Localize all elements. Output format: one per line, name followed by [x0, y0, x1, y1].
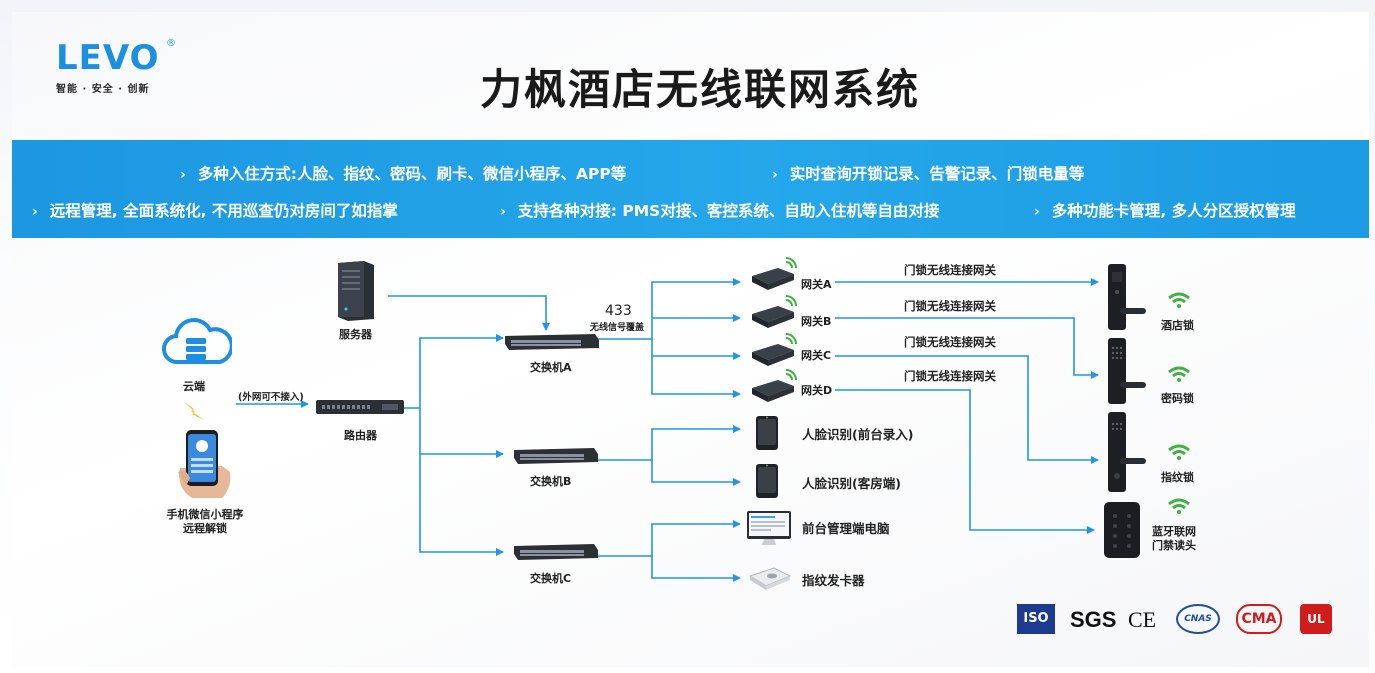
feature-item: ›实时查询开锁记录、告警记录、门锁电量等 [772, 165, 1085, 183]
gateway-a-label: 网关A [801, 278, 832, 291]
bluetooth-reader-label: 蓝牙联网 门禁读头 [1152, 525, 1212, 553]
wifi-icon [1168, 366, 1190, 382]
gateway-d-icon [752, 369, 797, 402]
ul-logo: UL [1300, 604, 1332, 634]
gateway-b-icon [752, 295, 797, 328]
switch-c-issuer-link [651, 556, 741, 582]
gateway-c-icon [752, 333, 797, 366]
switch-c-icon [514, 544, 598, 560]
wifi-icon [1168, 498, 1190, 514]
switch-a-gateway-d-link [651, 356, 741, 398]
switch-b-face-guest-link [651, 460, 741, 486]
link-label-a: 门锁无线连接网关 [904, 263, 996, 277]
phone-hand-icon [178, 430, 231, 498]
cloud-label: 云端 [183, 380, 205, 393]
signal-coverage-label: 无线信号覆盖 [590, 323, 645, 333]
gateway-b-label: 网关B [801, 315, 832, 328]
switch-a-gateway-a-link [598, 278, 741, 340]
switch-b-face-front-link [598, 425, 741, 461]
switch-a-icon [505, 334, 599, 350]
fingerprint-issuer-icon [748, 567, 792, 590]
feature-item: ›多种入住方式:人脸、指纹、密码、刷卡、微信小程序、APP等 [180, 165, 627, 183]
pc-label: 前台管理端电脑 [802, 521, 890, 536]
ce-logo: CE [1128, 607, 1157, 632]
server-label: 服务器 [339, 328, 372, 341]
switch-c-label: 交换机C [530, 572, 572, 585]
sgs-logo: SGS [1070, 607, 1117, 632]
password-lock-label: 密码锁 [1161, 392, 1194, 405]
feature-item: ›多种功能卡管理, 多人分区授权管理 [1034, 202, 1296, 220]
server-icon [338, 261, 374, 321]
gateway-d-label: 网关D [801, 384, 833, 397]
bluetooth-reader-label-line2: 门禁读头 [1152, 539, 1196, 552]
feature-banner [12, 140, 1369, 238]
face-front-label: 人脸识别(前台录入) [802, 427, 914, 442]
phone-label-line1: 手机微信小程序 [166, 508, 244, 521]
password-lock-icon [1108, 338, 1146, 404]
cma-logo: CMA [1236, 604, 1282, 634]
gateway-c-lock-link [835, 355, 1099, 464]
fingerprint-lock-label: 指纹锁 [1161, 471, 1194, 484]
chevron-right-icon: › [1034, 204, 1040, 220]
signal-frequency: 433 [605, 303, 632, 319]
link-label-d: 门锁无线连接网关 [904, 369, 996, 383]
face-guest-label: 人脸识别(客房端) [802, 476, 901, 491]
chevron-right-icon: › [180, 167, 186, 183]
chevron-right-icon: › [32, 204, 38, 220]
gateway-c-label: 网关C [801, 349, 832, 362]
chevron-right-icon: › [772, 167, 778, 183]
bluetooth-reader-icon [1104, 502, 1140, 558]
router-icon [316, 400, 404, 414]
cnas-logo: CNAS [1176, 604, 1220, 634]
fingerprint-issuer-label: 指纹发卡器 [802, 573, 865, 588]
switch-a-gateway-c-link [651, 339, 741, 360]
levo-logo: LEVO ® 智能 · 安全 · 创新 [56, 38, 186, 95]
switch-b-label: 交换机B [530, 475, 572, 488]
page-title: 力枫酒店无线联网系统 [479, 65, 920, 114]
wifi-icon [1168, 292, 1190, 308]
bluetooth-reader-label-line1: 蓝牙联网 [1152, 525, 1196, 538]
chevron-right-icon: › [500, 204, 506, 220]
hotel-lock-icon [1108, 264, 1146, 330]
lightning-icon [184, 402, 204, 420]
face-terminal-front-icon [756, 416, 778, 450]
gateway-a-icon [752, 257, 797, 290]
hotel-lock-label: 酒店锁 [1161, 319, 1194, 332]
iso-logo: ISO [1017, 604, 1055, 634]
fingerprint-lock-icon [1108, 412, 1146, 492]
logo-tagline: 智能 · 安全 · 创新 [56, 84, 150, 95]
feature-item: ›远程管理, 全面系统化, 不用巡查仍对房间了如指掌 [32, 202, 398, 220]
link-label-c: 门锁无线连接网关 [904, 335, 996, 349]
switch-a-label: 交换机A [530, 361, 572, 374]
phone-label-line2: 远程解锁 [183, 522, 227, 535]
router-switch-c-link [419, 454, 504, 556]
registered-mark: ® [166, 38, 176, 49]
link-label-b: 门锁无线连接网关 [904, 299, 996, 313]
feature-item: ›支持各种对接: PMS对接、客控系统、自助入住机等自由对接 [500, 202, 940, 220]
router-switch-b-link [419, 408, 504, 458]
logo-text: LEVO [56, 38, 160, 78]
gateway-d-lock-link [835, 389, 1095, 534]
phone-label: 手机微信小程序 远程解锁 [150, 508, 260, 536]
face-terminal-guest-icon [756, 464, 778, 498]
switch-c-pc-link [598, 520, 741, 557]
wifi-icon [1168, 444, 1190, 460]
server-switch-a-link [388, 295, 550, 331]
external-network-note: (外网可不接入) [238, 392, 304, 403]
router-label: 路由器 [344, 429, 377, 442]
gateway-b-lock-link [835, 317, 1099, 379]
switch-b-icon [514, 448, 598, 464]
desktop-computer-icon [747, 511, 791, 545]
router-switch-a-link [404, 334, 504, 409]
cloud-icon [162, 318, 232, 365]
